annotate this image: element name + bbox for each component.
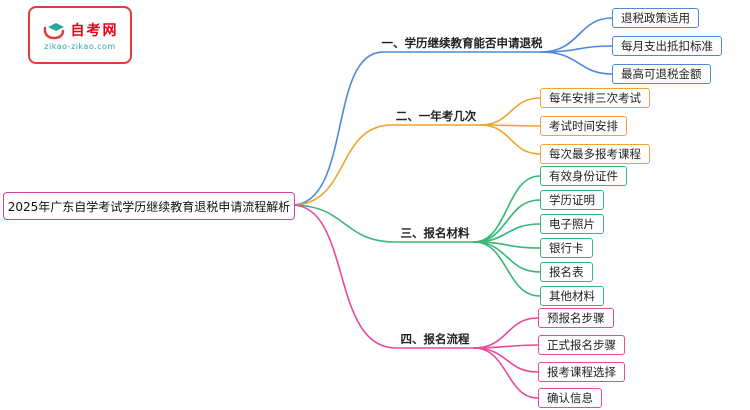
site-logo: 自考网 zikao-zikao.com [28, 6, 132, 64]
logo-title: 自考网 [70, 22, 119, 39]
leaf-node: 电子照片 [540, 214, 604, 234]
leaf-node: 确认信息 [538, 388, 602, 408]
leaf-node: 每月支出抵扣标准 [612, 36, 722, 56]
branch-label-4: 四、报名流程 [400, 332, 470, 346]
leaf-node: 退税政策适用 [612, 8, 699, 28]
leaf-node: 每次最多报考课程 [540, 144, 650, 164]
branch-label-3: 三、报名材料 [400, 226, 470, 240]
leaf-node: 考试时间安排 [540, 116, 627, 136]
leaf-node: 其他材料 [540, 286, 604, 306]
leaf-node: 银行卡 [540, 238, 593, 258]
graduation-cap-icon [43, 22, 64, 39]
logo-domain: zikao-zikao.com [44, 41, 116, 51]
leaf-node: 有效身份证件 [540, 166, 627, 186]
leaf-node: 报名表 [540, 262, 593, 282]
leaf-node: 报考课程选择 [538, 362, 625, 382]
leaf-node: 每年安排三次考试 [540, 88, 650, 108]
leaf-node: 最高可退税金额 [612, 64, 711, 84]
branch-label-1: 一、学历继续教育能否申请退税 [381, 36, 543, 50]
leaf-node: 学历证明 [540, 190, 604, 210]
root-node: 2025年广东自学考试学历继续教育退税申请流程解析 [3, 192, 295, 220]
leaf-node: 正式报名步骤 [538, 335, 625, 355]
leaf-node: 预报名步骤 [538, 308, 614, 328]
branch-label-2: 二、一年考几次 [395, 109, 477, 123]
